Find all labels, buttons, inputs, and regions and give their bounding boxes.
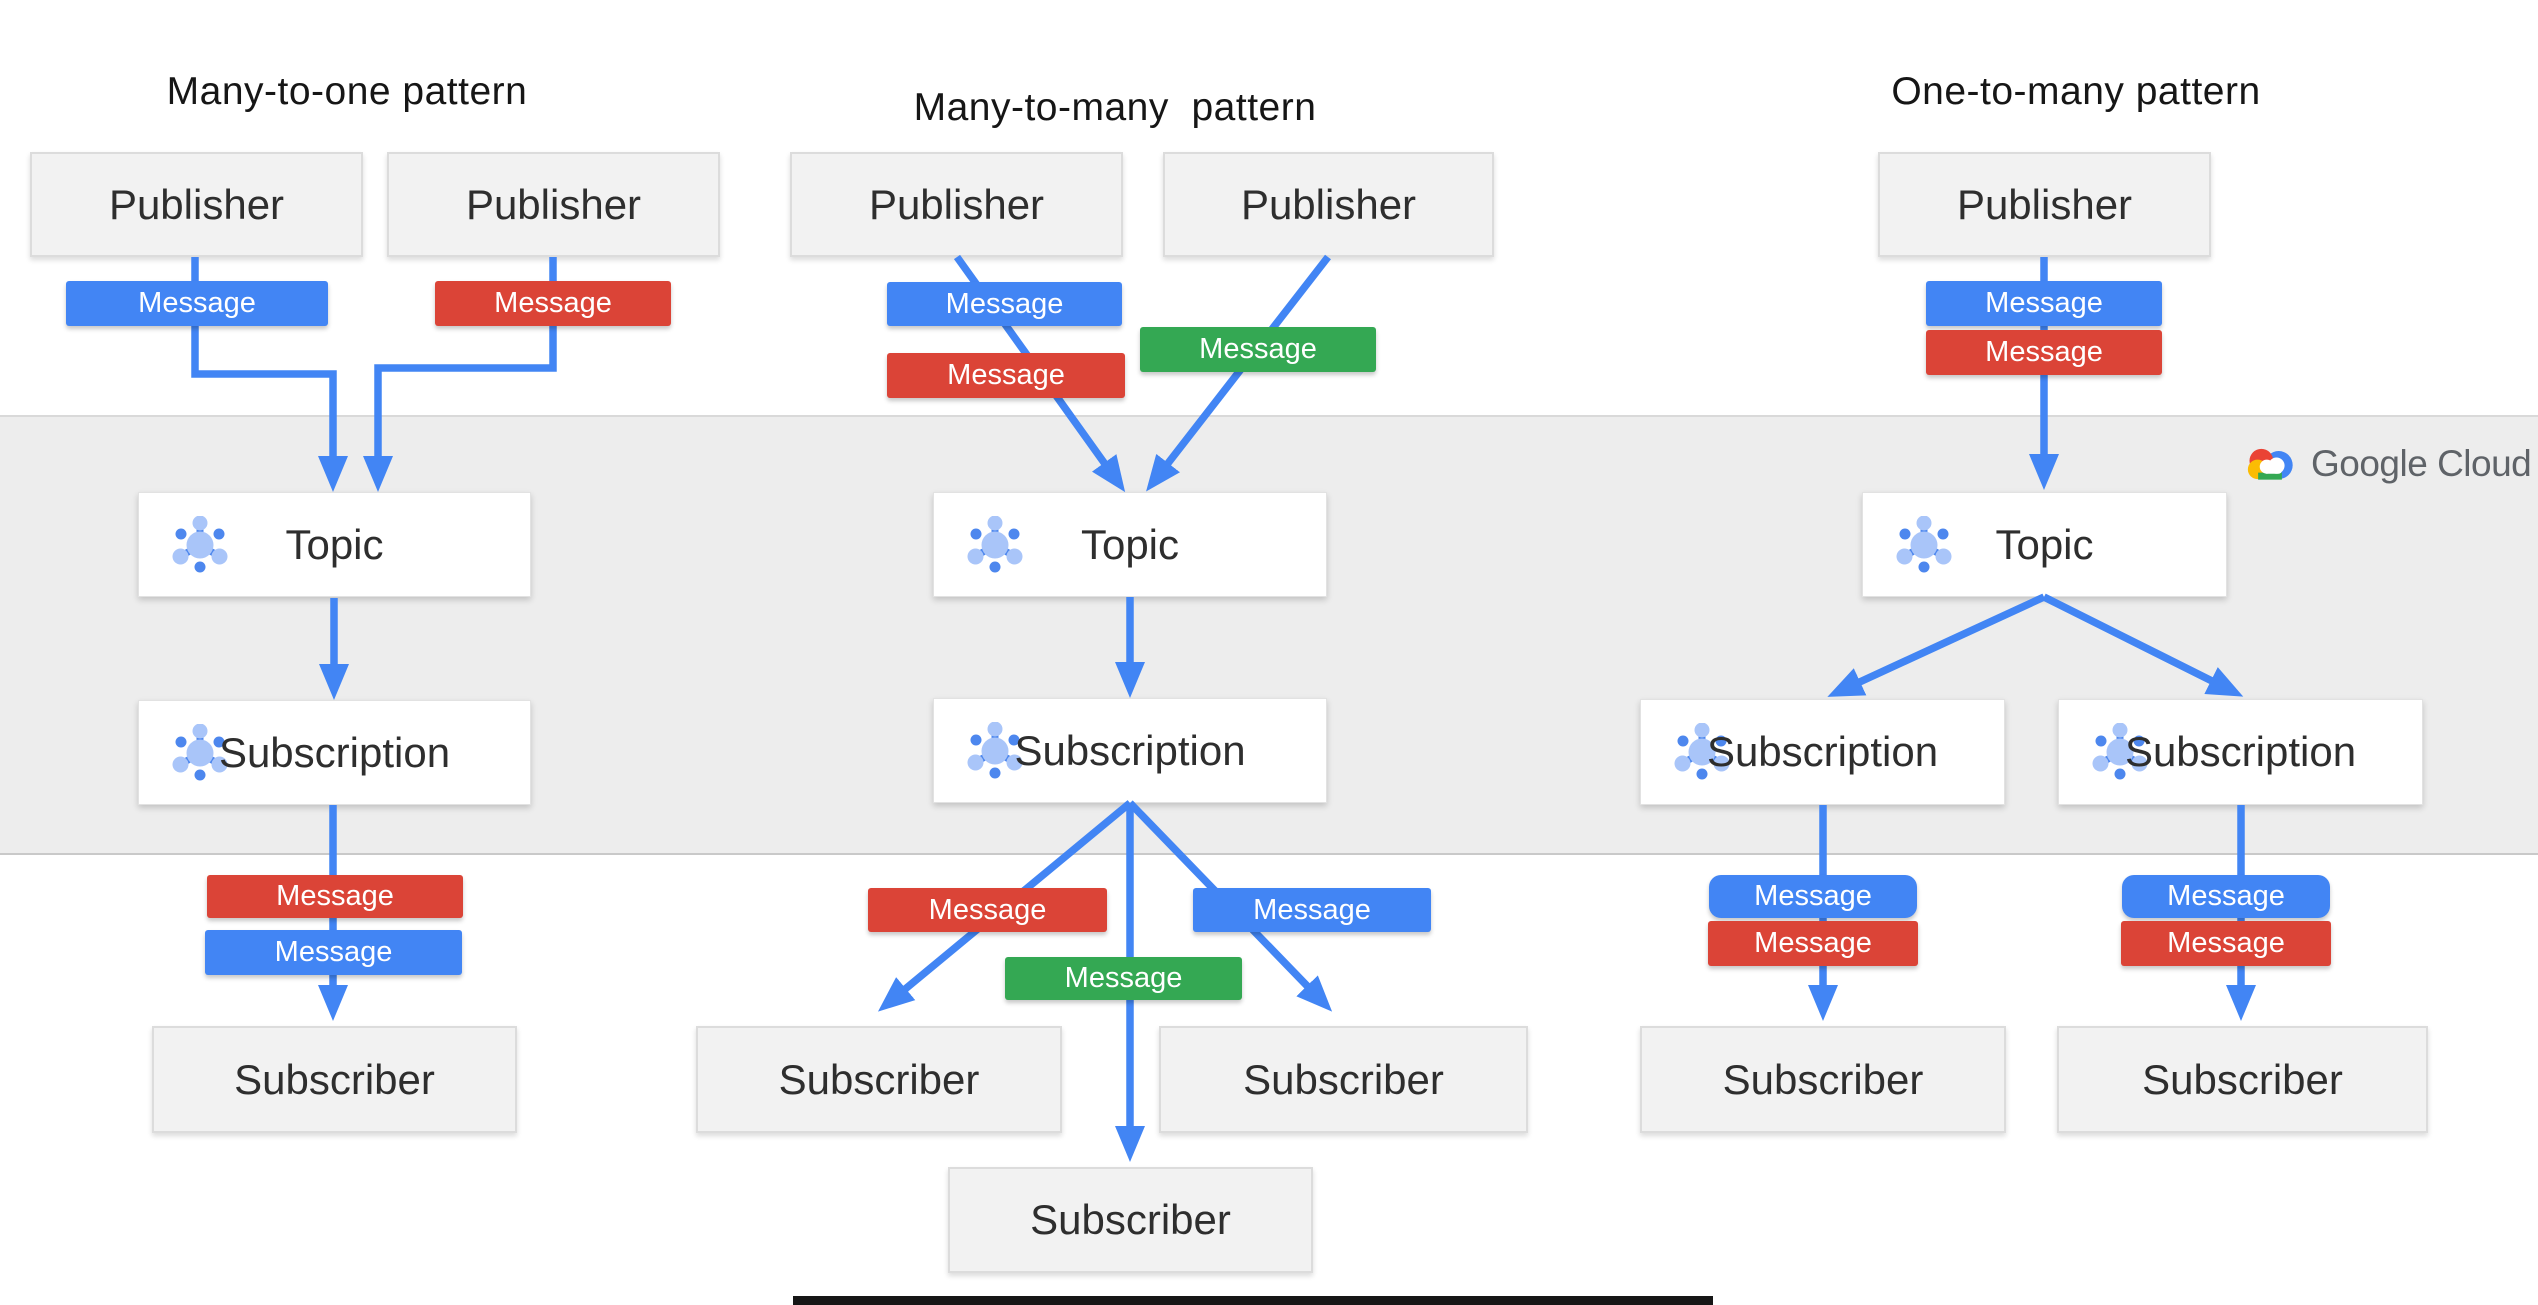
m2m-subscription: Subscription <box>933 698 1327 803</box>
message-chip: Message <box>1140 327 1376 372</box>
pubsub-topic-icon <box>172 515 228 572</box>
google-cloud-icon <box>2247 448 2293 480</box>
pubsub-topic-icon <box>1896 515 1952 572</box>
o2m-subscription-2: Subscription <box>2058 699 2423 805</box>
title-one-to-many: One-to-many pattern <box>1891 70 2261 113</box>
bottom-bar <box>793 1296 1713 1305</box>
m2m-subscriber-right: Subscriber <box>1159 1026 1528 1133</box>
google-cloud-logo: Google Cloud <box>2243 441 2532 487</box>
message-chip: Message <box>205 930 462 975</box>
message-chip: Message <box>435 281 671 326</box>
m2m-subscriber-bottom: Subscriber <box>948 1167 1313 1273</box>
pubsub-subscription-icon <box>2092 723 2148 780</box>
m2o-publisher-1: Publisher <box>30 152 363 257</box>
o2m-subscriber-2: Subscriber <box>2057 1026 2428 1133</box>
m2m-publisher-2: Publisher <box>1163 152 1494 257</box>
title-many-to-many: Many-to-many pattern <box>913 86 1317 129</box>
title-many-to-one: Many-to-one pattern <box>166 70 528 113</box>
message-chip: Message <box>2122 875 2330 918</box>
m2o-subscriber: Subscriber <box>152 1026 517 1133</box>
m2m-subscriber-left: Subscriber <box>696 1026 1062 1133</box>
message-chip: Message <box>207 875 463 918</box>
message-chip: Message <box>887 282 1122 326</box>
message-chip: Message <box>1005 957 1242 1000</box>
o2m-subscription-1: Subscription <box>1640 699 2005 805</box>
google-cloud-wordmark: Google Cloud <box>2311 443 2532 484</box>
o2m-topic: Topic <box>1862 492 2227 597</box>
m2o-topic: Topic <box>138 492 531 597</box>
m2m-publisher-1: Publisher <box>790 152 1123 257</box>
message-chip: Message <box>868 888 1107 932</box>
message-chip: Message <box>1193 888 1431 932</box>
message-chip: Message <box>2121 921 2331 966</box>
m2m-topic: Topic <box>933 492 1327 597</box>
message-chip: Message <box>1709 875 1917 918</box>
o2m-subscriber-1: Subscriber <box>1640 1026 2006 1133</box>
message-chip: Message <box>887 353 1125 398</box>
m2o-publisher-2: Publisher <box>387 152 720 257</box>
message-chip: Message <box>66 281 328 326</box>
message-chip: Message <box>1708 921 1918 966</box>
o2m-publisher: Publisher <box>1878 152 2211 257</box>
m2o-subscription: Subscription <box>138 700 531 805</box>
pubsub-subscription-icon <box>172 723 228 780</box>
pubsub-subscription-icon <box>967 721 1023 778</box>
pubsub-topic-icon <box>967 515 1023 572</box>
message-chip: Message <box>1926 330 2162 375</box>
message-chip: Message <box>1926 281 2162 326</box>
pubsub-subscription-icon <box>1674 723 1730 780</box>
